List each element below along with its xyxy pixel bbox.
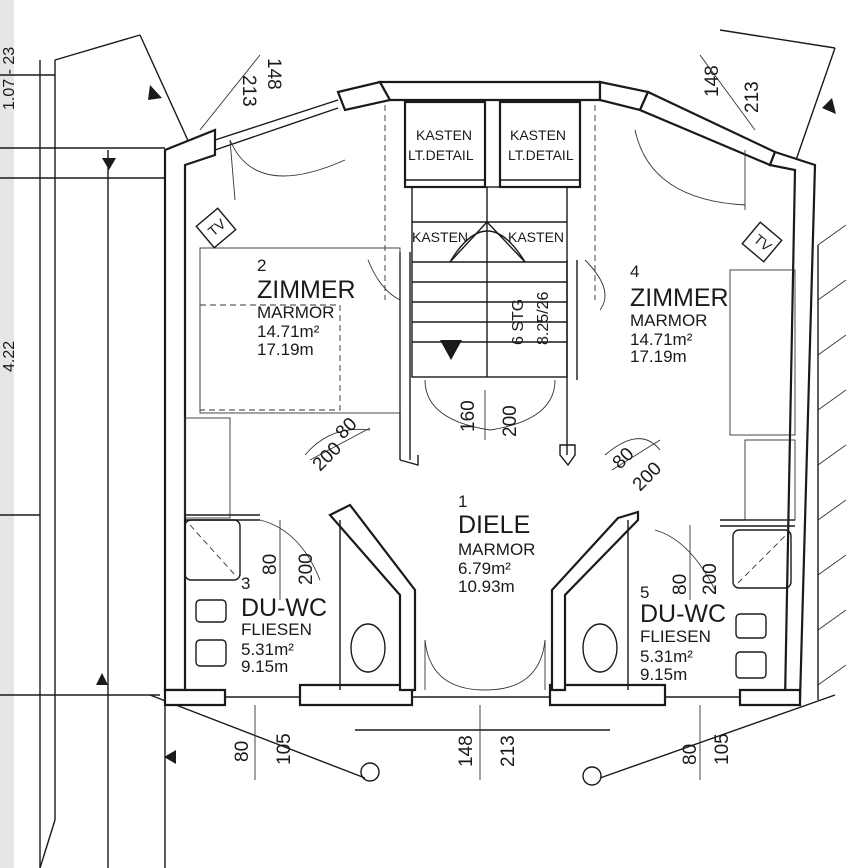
svg-text:6.79m²: 6.79m²: [458, 559, 511, 578]
sink-icon: [735, 613, 767, 639]
svg-text:14.71m²: 14.71m²: [630, 330, 693, 349]
arrow-icon: [164, 750, 176, 764]
svg-text:9.15m: 9.15m: [640, 665, 687, 684]
svg-text:MARMOR: MARMOR: [630, 311, 707, 330]
toilet-icon: [582, 623, 618, 673]
svg-text:ZIMMER: ZIMMER: [257, 276, 356, 304]
arrows: [96, 85, 836, 764]
svg-text:FLIESEN: FLIESEN: [241, 620, 312, 639]
dimension-lines: [199, 54, 756, 780]
dim-200-b: 200: [629, 458, 666, 495]
tv-symbols: TV TV: [195, 207, 783, 263]
shower-icon: [184, 519, 241, 581]
dim-148-right: 148: [702, 65, 723, 97]
svg-text:17.19m: 17.19m: [630, 347, 687, 366]
dim-80-a: 80: [332, 414, 362, 444]
stair-kasten: KASTEN: [412, 229, 468, 245]
cabinet-detail: LT.DETAIL: [508, 147, 574, 163]
tv-icon: [741, 221, 783, 263]
arrow-icon: [102, 158, 116, 170]
svg-text:FLIESEN: FLIESEN: [640, 627, 711, 646]
svg-text:10.93m: 10.93m: [458, 577, 515, 596]
room-4-label: 4 ZIMMER MARMOR 14.71m² 17.19m: [630, 262, 729, 366]
sink-icon: [195, 599, 227, 623]
svg-text:DU-WC: DU-WC: [241, 594, 327, 622]
svg-text:3: 3: [241, 574, 250, 593]
svg-text:9.15m: 9.15m: [241, 657, 288, 676]
dim-213-bottom: 213: [498, 735, 519, 767]
dim-105-right: 105: [712, 733, 733, 765]
room-5-label: 5 DU-WC FLIESEN 5.31m² 9.15m: [640, 583, 726, 684]
doors: [229, 129, 746, 691]
svg-text:TV: TV: [205, 215, 229, 239]
svg-text:TV: TV: [751, 231, 775, 255]
site-lines: [0, 29, 836, 868]
dim-213-right: 213: [742, 81, 763, 113]
cabinet-label: KASTEN: [510, 127, 566, 143]
svg-text:5.31m²: 5.31m²: [640, 647, 693, 666]
dim-105-left: 105: [274, 733, 295, 765]
paper-edge: [0, 0, 14, 868]
margin-text-side: 4.22: [1, 341, 18, 372]
cabinet-detail: LT.DETAIL: [408, 147, 474, 163]
svg-text:4: 4: [630, 262, 639, 281]
dim-200-d: 200: [296, 553, 317, 585]
tv-icon: [195, 207, 237, 249]
toilet-icon: [195, 639, 227, 667]
exterior-hatch: [817, 224, 846, 700]
bath-fixtures: [184, 519, 792, 679]
stair-steps: 6 STG: [510, 299, 527, 345]
svg-text:14.71m²: 14.71m²: [257, 322, 320, 341]
dim-80-d: 80: [670, 574, 691, 595]
toilet-icon: [735, 651, 767, 679]
exterior-walls: [163, 80, 817, 707]
shower-icon: [732, 529, 792, 589]
room-3-label: 3 DU-WC FLIESEN 5.31m² 9.15m: [241, 574, 327, 676]
cabinet-right: [498, 100, 582, 189]
dim-80-f: 80: [680, 744, 701, 765]
svg-text:MARMOR: MARMOR: [257, 303, 334, 322]
svg-text:MARMOR: MARMOR: [458, 540, 535, 559]
dim-200-c: 200: [500, 405, 521, 437]
margin-text-top: 1.07 - 23: [1, 47, 18, 110]
interior-walls: [185, 503, 795, 692]
svg-text:2: 2: [257, 256, 266, 275]
dim-148-bottom: 148: [456, 735, 477, 767]
stair-ratio: 8.25/26: [535, 292, 552, 345]
svg-text:17.19m: 17.19m: [257, 340, 314, 359]
stair-kasten: KASTEN: [508, 229, 564, 245]
toilet-icon: [350, 623, 386, 673]
cabinets: KASTEN LT.DETAIL KASTEN LT.DETAIL: [403, 100, 582, 189]
dim-200-e: 200: [700, 563, 721, 595]
svg-text:DU-WC: DU-WC: [640, 600, 726, 628]
svg-text:DIELE: DIELE: [458, 511, 530, 539]
room-1-label: 1 DIELE MARMOR 6.79m² 10.93m: [458, 492, 535, 596]
arrow-icon: [96, 673, 108, 685]
room-2-label: 2 ZIMMER MARMOR 14.71m² 17.19m: [257, 256, 356, 359]
dim-160: 160: [458, 400, 479, 432]
posts: [360, 762, 602, 786]
cabinet-label: KASTEN: [416, 127, 472, 143]
dim-213-left: 213: [238, 75, 259, 107]
beds: [184, 247, 796, 521]
staircase: KASTEN KASTEN 6 STG 8.25/26: [384, 105, 596, 467]
dim-80-c: 80: [260, 554, 281, 575]
svg-text:5.31m²: 5.31m²: [241, 640, 294, 659]
svg-text:ZIMMER: ZIMMER: [630, 284, 729, 312]
dim-80-e: 80: [232, 741, 253, 762]
cabinet-left: [403, 100, 487, 189]
arrow-icon: [822, 98, 836, 114]
svg-text:1: 1: [458, 492, 467, 511]
arrow-icon: [148, 85, 162, 100]
svg-text:5: 5: [640, 583, 649, 602]
dim-148-left: 148: [263, 58, 284, 90]
